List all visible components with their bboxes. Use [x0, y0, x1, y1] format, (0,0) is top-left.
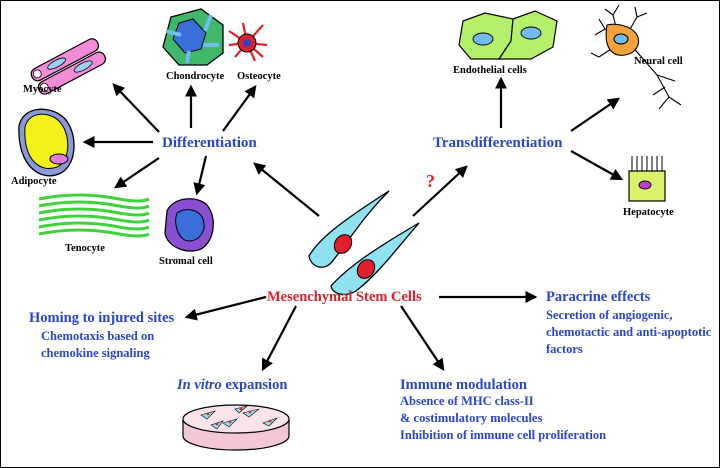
- in-vitro-title: In vitro expansion: [177, 377, 287, 394]
- hepatocyte-illustration: [628, 156, 666, 202]
- msc-center-label: Mesenchymal Stem Cells: [267, 289, 422, 305]
- arrows: [82, 76, 624, 372]
- paracrine-detail: Secretion of angiogenic, chemotactic and…: [546, 308, 712, 356]
- adipocyte-label: Adipocyte: [11, 176, 57, 187]
- arrow-msc-to-immune: [400, 305, 445, 372]
- osteocyte-label: Osteocyte: [237, 71, 281, 82]
- arrow-diff-to-myocyte: [112, 83, 160, 133]
- arrow-trans-to-neural: [570, 97, 621, 132]
- homing-title: Homing to injured sites: [29, 310, 175, 326]
- neural-cell-label: Neural cell: [634, 56, 683, 67]
- tenocyte-illustration: [38, 193, 150, 238]
- in-vitro-italic: In vitro: [177, 377, 222, 393]
- endothelial-cells-label: Endothelial cells: [453, 65, 527, 76]
- transdifferentiation-label: Transdifferentiation: [433, 135, 563, 151]
- arrow-diff-to-osteocyte: [222, 85, 257, 132]
- chondrocyte-label: Chondrocyte: [166, 71, 225, 82]
- arrow-msc-to-in-vitro: [261, 305, 297, 372]
- chondrocyte-illustration: [162, 8, 224, 66]
- petri-dish-illustration: [182, 404, 290, 451]
- tenocyte-label: Tenocyte: [65, 243, 105, 254]
- arrow-diff-to-stromal: [193, 155, 208, 196]
- arrow-diff-to-tenocyte: [113, 157, 160, 189]
- neural-cell-illustration: [590, 4, 682, 110]
- stromal-cell-label: Stromal cell: [159, 256, 213, 267]
- differentiation-label: Differentiation: [162, 135, 257, 151]
- question-mark: ?: [426, 171, 435, 191]
- endothelial-cells-illustration: [458, 10, 558, 60]
- homing-detail: Chemotaxis based on chemokine signaling: [41, 329, 155, 360]
- arrow-trans-to-hepatocyte: [570, 150, 624, 181]
- hepatocyte-label: Hepatocyte: [623, 207, 674, 218]
- arrow-msc-to-homing: [184, 295, 267, 321]
- paracrine-title: Paracrine effects: [546, 289, 651, 305]
- myocyte-label: Myocyte: [23, 84, 62, 95]
- immune-title: Immune modulation: [400, 377, 527, 393]
- adipocyte-illustration: [18, 108, 75, 177]
- msc-cells-illustration: [308, 190, 420, 296]
- stromal-cell-illustration: [164, 198, 214, 252]
- immune-detail: Absence of MHC class-II & costimulatory …: [400, 394, 607, 442]
- in-vitro-rest: expansion: [221, 377, 288, 393]
- arrow-msc-to-transdifferentiation: [412, 165, 468, 217]
- osteocyte-illustration: [228, 22, 268, 62]
- myocyte-illustration: [30, 38, 107, 95]
- arrow-msc-to-differentiation: [253, 162, 320, 217]
